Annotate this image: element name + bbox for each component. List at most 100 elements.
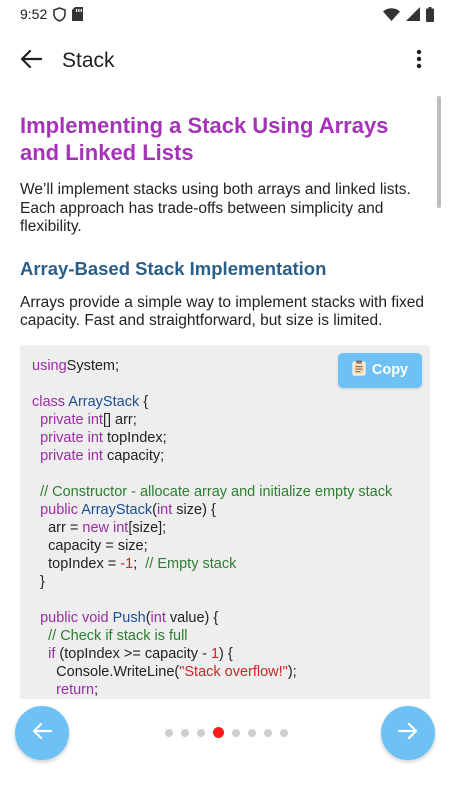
code-token: capacity; xyxy=(102,447,165,464)
code-line: arr = new int[size]; xyxy=(32,519,418,537)
code-token: "Stack overflow!" xyxy=(179,663,288,680)
code-token: ArrayStack xyxy=(81,501,153,518)
code-token: int xyxy=(87,447,103,464)
code-token xyxy=(32,430,40,446)
code-token: ; xyxy=(133,555,146,572)
code-line: return; xyxy=(32,681,418,699)
shield-icon xyxy=(53,6,67,22)
code-token: // Check if stack is full xyxy=(48,627,188,644)
code-token: class xyxy=(32,393,66,410)
code-token: topIndex; xyxy=(102,429,167,446)
signal-icon xyxy=(406,7,420,21)
code-token xyxy=(32,448,40,464)
previous-page-button[interactable] xyxy=(15,706,69,760)
code-token: ; xyxy=(94,681,99,698)
code-token: topIndex = xyxy=(32,555,121,572)
page-dot-active xyxy=(213,727,224,738)
code-token: value) { xyxy=(165,609,219,626)
code-line xyxy=(32,465,418,483)
code-token: new xyxy=(82,519,109,536)
code-line: Console.WriteLine("Stack overflow!"); xyxy=(32,663,418,681)
code-line: public ArrayStack(int size) { xyxy=(32,501,418,519)
code-token: public xyxy=(40,501,78,518)
scrollbar-thumb[interactable] xyxy=(437,96,441,208)
code-line: capacity = size; xyxy=(32,537,418,555)
code-token: ( xyxy=(145,609,151,626)
code-token: return xyxy=(56,681,95,698)
overflow-menu-button[interactable] xyxy=(398,40,440,82)
app-bar: Stack xyxy=(0,28,450,94)
code-token: int xyxy=(87,411,103,428)
code-token: System; xyxy=(66,357,120,374)
code-token: [size]; xyxy=(128,519,167,536)
code-token: (topIndex >= capacity - xyxy=(55,645,211,662)
section-heading: Implementing a Stack Using Arrays and Li… xyxy=(20,113,389,165)
code-token: capacity = size; xyxy=(32,537,148,554)
code-token: int xyxy=(156,501,173,518)
array-intro-paragraph: Arrays provide a simple way to implement… xyxy=(20,293,425,330)
code-token: // Empty stack xyxy=(145,555,237,572)
battery-icon xyxy=(426,6,434,22)
code-token: int xyxy=(113,519,129,536)
code-line: usingSystem; xyxy=(32,357,418,375)
code-token: { xyxy=(139,393,149,410)
page-dot xyxy=(232,728,240,737)
code-token: if xyxy=(48,645,56,662)
page-indicator xyxy=(165,727,288,738)
status-bar: 9:52 xyxy=(0,0,450,28)
copy-label: Copy xyxy=(371,362,409,378)
code-token: 1 xyxy=(210,645,220,662)
page-dot xyxy=(264,728,272,737)
page-dot xyxy=(165,728,173,737)
page-dot xyxy=(181,728,189,737)
code-line: class ArrayStack { xyxy=(32,393,418,411)
code-token: Console.WriteLine( xyxy=(32,663,180,680)
arrow-right-icon xyxy=(397,722,418,745)
code-token xyxy=(32,412,40,428)
content-scroll-area[interactable]: Implementing a Stack Using Arrays and Li… xyxy=(0,94,450,699)
sd-card-icon xyxy=(72,7,84,21)
next-page-button[interactable] xyxy=(381,706,435,760)
page-dot xyxy=(248,728,256,737)
array-stack-heading: Array-Based Stack Implementation xyxy=(20,257,327,279)
code-token: ); xyxy=(287,663,297,680)
code-token: ArrayStack xyxy=(68,393,140,410)
code-token: private xyxy=(40,429,84,446)
code-token xyxy=(32,484,40,500)
code-token: ( xyxy=(152,501,157,518)
status-time: 9:52 xyxy=(20,6,48,22)
code-token: public xyxy=(40,609,78,626)
code-token: void xyxy=(81,609,109,626)
code-line: if (topIndex >= capacity - 1) { xyxy=(32,645,418,663)
code-line: topIndex = -1; // Empty stack xyxy=(32,555,418,573)
code-line xyxy=(32,591,418,609)
code-token xyxy=(32,682,56,698)
page-title: Stack xyxy=(62,49,115,72)
code-line: private int[] arr; xyxy=(32,411,418,429)
back-button[interactable] xyxy=(10,40,52,82)
code-token: size) { xyxy=(172,501,216,518)
code-token: Push xyxy=(112,609,146,626)
code-token xyxy=(32,646,48,662)
code-line: // Check if stack is full xyxy=(32,627,418,645)
page-dot xyxy=(280,728,288,737)
arrow-back-icon xyxy=(20,49,43,74)
wifi-icon xyxy=(383,7,400,21)
code-token xyxy=(32,502,40,518)
copy-button[interactable]: Copy xyxy=(338,352,422,388)
code-token: using xyxy=(32,357,67,374)
code-token: // Constructor - allocate array and init… xyxy=(40,483,393,500)
intro-paragraph: We’ll implement stacks using both arrays… xyxy=(20,181,411,235)
code-token: [] arr; xyxy=(102,411,137,428)
bottom-navigation xyxy=(0,699,450,800)
code-token: ) { xyxy=(219,645,233,662)
code-line: } xyxy=(32,573,418,591)
clipboard-icon xyxy=(352,360,366,381)
code-line: private int topIndex; xyxy=(32,429,418,447)
code-token: int xyxy=(150,609,166,626)
code-token: private xyxy=(40,447,84,464)
code-token: } xyxy=(32,573,45,590)
code-block: usingSystem; class ArrayStack { private … xyxy=(20,344,430,699)
code-line: // Constructor - allocate array and init… xyxy=(32,483,418,501)
code-token xyxy=(32,628,48,644)
